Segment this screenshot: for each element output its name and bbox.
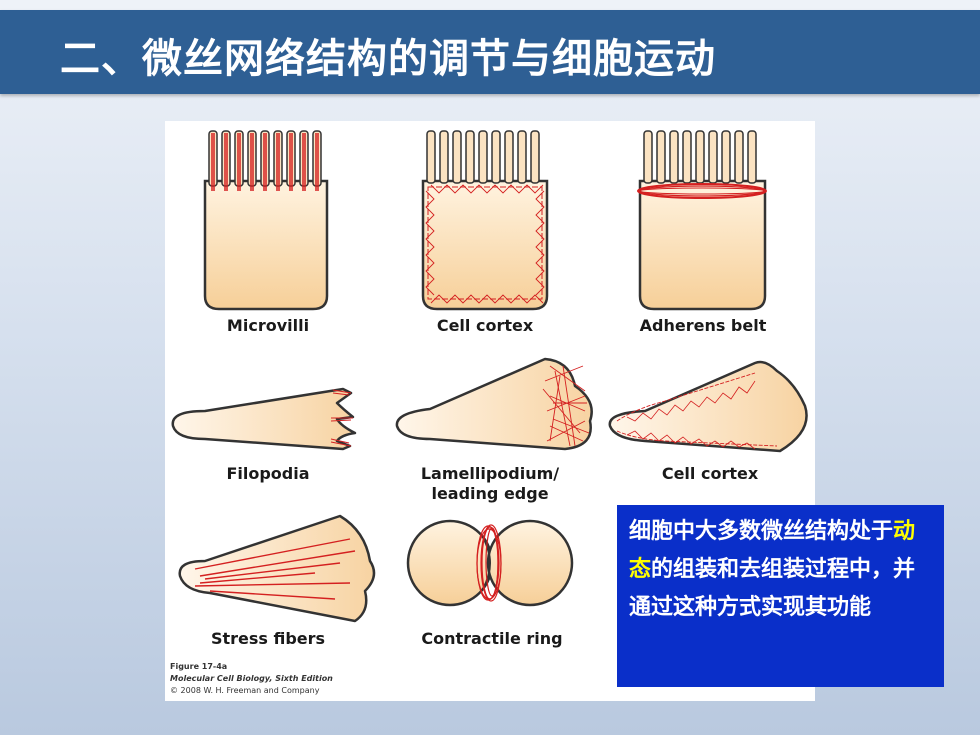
slide-title: 二、微丝网络结构的调节与细胞运动 [60,36,716,82]
figure-number: Figure 17-4a [170,662,227,671]
note-highlight: 动态 [629,519,916,582]
label-cell-cortex-top: Cell cortex [437,316,534,335]
note-text-part2: 的组装和去组装过程中，并通过这种方式实现其功能 [629,557,916,620]
lamellipodium-cell [395,357,593,451]
label-lamellipodium-2: leading edge [431,484,548,503]
label-lamellipodium-1: Lamellipodium/ [421,464,559,483]
cell-cortex-mid-cell [608,360,808,453]
microvilli-cell [203,130,329,311]
stress-fibers-cell [178,514,376,623]
label-contractile-ring: Contractile ring [421,629,562,648]
label-stress-fibers: Stress fibers [211,629,325,648]
label-cell-cortex-mid: Cell cortex [662,464,759,483]
title-bar: 二、微丝网络结构的调节与细胞运动 [0,10,980,94]
note-text-part1: 细胞中大多数微丝结构处于 [629,519,894,544]
label-adherens-belt: Adherens belt [640,316,767,335]
figure-source-book: Molecular Cell Biology, Sixth Edition [170,674,333,683]
cell-cortex-top-cell [421,130,549,311]
figure-drawing: Microvilli Cell cortex [170,130,808,695]
contractile-ring-cell [406,519,574,607]
label-filopodia: Filopodia [226,464,309,483]
adherens-belt-cell [637,130,767,311]
label-microvilli: Microvilli [227,316,309,335]
summary-note-box: 细胞中大多数微丝结构处于动态的组装和去组装过程中，并通过这种方式实现其功能 [617,505,944,687]
actin-structures-figure: Microvilli Cell cortex [165,121,815,701]
figure-copyright: © 2008 W. H. Freeman and Company [170,686,320,695]
filopodia-cell [171,387,357,451]
